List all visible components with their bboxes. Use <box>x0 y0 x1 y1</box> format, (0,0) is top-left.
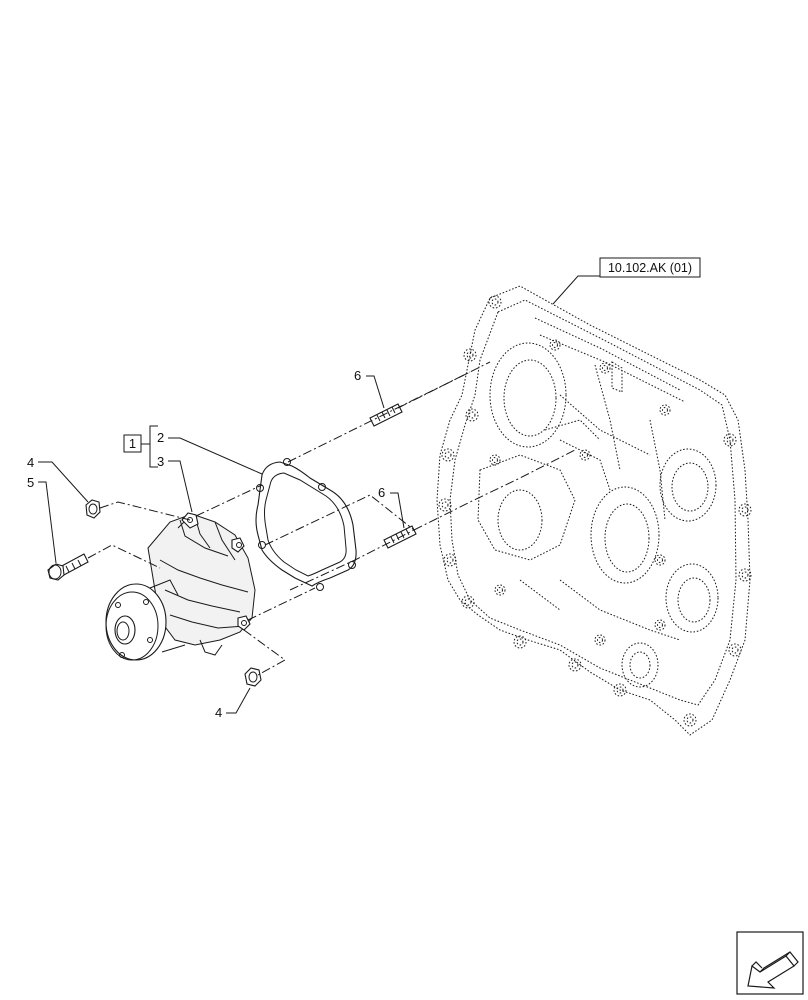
assembly-center-lines <box>87 361 576 676</box>
water-pump <box>105 512 256 661</box>
callout-5-label: 5 <box>27 475 34 490</box>
group-box-label: 1 <box>129 436 136 451</box>
housing-ref-leader <box>552 275 600 305</box>
callout-6-upper-leader <box>366 375 385 409</box>
callout-4-upper-label: 4 <box>27 455 34 470</box>
bolt <box>47 553 89 581</box>
group-bracket <box>141 425 158 468</box>
nut-lower <box>244 667 262 687</box>
callout-4-upper-leader <box>38 461 89 503</box>
front-cover-housing <box>436 285 752 736</box>
callout-group-1: 1 <box>123 425 158 468</box>
stud-upper <box>369 403 403 427</box>
arrow-navigation-icon[interactable] <box>736 931 804 995</box>
callout-2-leader <box>168 437 263 475</box>
callout-2-label: 2 <box>157 430 164 445</box>
gasket <box>255 458 357 591</box>
nut-upper <box>85 499 101 519</box>
callout-6-lower-label: 6 <box>378 485 385 500</box>
callout-4-lower-label: 4 <box>215 705 222 720</box>
housing-ref-box <box>599 257 701 278</box>
callout-3-label: 3 <box>157 454 164 469</box>
callout-4-lower-leader <box>226 687 251 714</box>
housing-ref-label: 10.102.AK (01) <box>608 261 692 275</box>
callout-6-lower-leader <box>390 492 405 529</box>
callout-3-leader <box>168 460 193 513</box>
callout-5-leader <box>38 481 57 564</box>
callout-6-upper-label: 6 <box>354 368 361 383</box>
